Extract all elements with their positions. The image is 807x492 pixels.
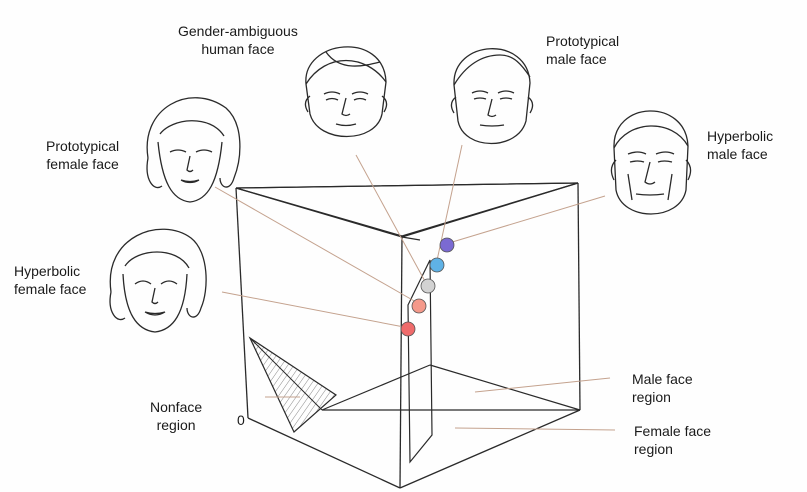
label-prototypical-male-line1: Prototypical bbox=[546, 32, 619, 50]
label-prototypical-male-line2: male face bbox=[546, 50, 619, 68]
label-prototypical-female-line2: female face bbox=[46, 155, 119, 173]
cube-top-right-edge bbox=[402, 183, 578, 236]
label-hyperbolic-female-line2: female face bbox=[14, 280, 86, 298]
label-prototypical-female: Prototypical female face bbox=[46, 137, 119, 173]
label-male-face-region: Male face region bbox=[632, 370, 693, 406]
cube-top-front-edge bbox=[236, 188, 402, 236]
label-hyperbolic-male-line1: Hyperbolic bbox=[707, 127, 773, 145]
cube-bottom-right-edge bbox=[400, 410, 580, 488]
label-female-region-line2: region bbox=[634, 440, 711, 458]
label-nonface-line1: Nonface bbox=[150, 398, 202, 416]
label-nonface-line2: region bbox=[150, 416, 202, 434]
label-female-face-region: Female face region bbox=[634, 422, 711, 458]
prototypical-female-face-icon bbox=[147, 98, 240, 202]
label-gender-ambiguous-line2: human face bbox=[178, 40, 298, 58]
label-male-region-line2: region bbox=[632, 388, 693, 406]
floor-back-right bbox=[430, 365, 580, 410]
point-hyperbolic-female bbox=[401, 322, 415, 336]
label-hyperbolic-male: Hyperbolic male face bbox=[707, 127, 773, 163]
origin-label: 0 bbox=[237, 411, 245, 429]
label-gender-ambiguous: Gender-ambiguous human face bbox=[178, 22, 298, 58]
leader-hyperbolic-female bbox=[222, 292, 404, 327]
floor-regions bbox=[322, 260, 580, 462]
label-prototypical-female-line1: Prototypical bbox=[46, 137, 119, 155]
cube-top-back-edge bbox=[236, 183, 578, 188]
point-prototypical-female bbox=[412, 299, 426, 313]
point-gender-ambiguous bbox=[421, 279, 435, 293]
leader-prototypical-female bbox=[215, 187, 416, 302]
point-hyperbolic-male bbox=[440, 238, 454, 252]
hyperbolic-female-face-icon bbox=[110, 229, 206, 332]
leader-gender-ambiguous bbox=[356, 155, 427, 285]
cube-bottom-left-edge bbox=[248, 418, 400, 488]
prototypical-male-face-icon bbox=[451, 49, 532, 144]
label-female-region-line1: Female face bbox=[634, 422, 711, 440]
leader-hyperbolic-male bbox=[449, 196, 605, 243]
gender-ambiguous-face-icon bbox=[305, 47, 386, 137]
label-nonface-region: Nonface region bbox=[150, 398, 202, 434]
cube-front-vertical-edge bbox=[400, 236, 402, 488]
point-prototypical-male bbox=[430, 258, 444, 272]
cube-top-face bbox=[236, 183, 578, 240]
label-male-region-line1: Male face bbox=[632, 370, 693, 388]
label-hyperbolic-male-line2: male face bbox=[707, 145, 773, 163]
hyperbolic-male-face-icon bbox=[611, 111, 690, 214]
floor-back-line bbox=[322, 365, 430, 410]
label-prototypical-male: Prototypical male face bbox=[546, 32, 619, 68]
label-hyperbolic-female: Hyperbolic female face bbox=[14, 262, 86, 298]
nonface-region-shape bbox=[250, 338, 336, 432]
cube-right-vertical-edge bbox=[578, 183, 580, 410]
label-gender-ambiguous-line1: Gender-ambiguous bbox=[178, 22, 298, 40]
cube-left-vertical-edge bbox=[236, 188, 248, 418]
label-hyperbolic-female-line1: Hyperbolic bbox=[14, 262, 86, 280]
